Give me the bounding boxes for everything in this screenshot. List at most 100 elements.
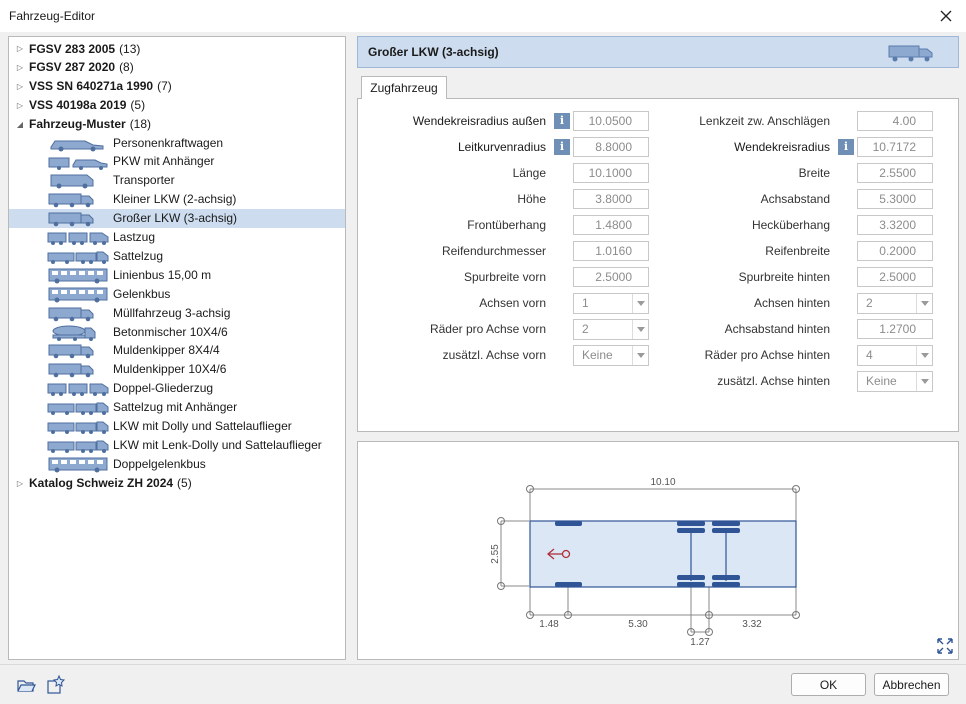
truck-icon [48, 344, 94, 359]
collapsed-arrow-icon[interactable]: ▷ [16, 44, 24, 53]
field-input[interactable]: 3.3200 [857, 215, 933, 235]
tree-item[interactable]: LKW mit Dolly und Sattelauflieger [9, 417, 345, 436]
field-input[interactable]: 2.5000 [857, 267, 933, 287]
save-favorite-icon[interactable] [46, 675, 66, 695]
tree-item-label: Kleiner LKW (2-achsig) [113, 192, 237, 207]
ok-button[interactable]: OK [791, 673, 866, 696]
collapsed-arrow-icon[interactable]: ▷ [16, 81, 24, 91]
chevron-down-icon[interactable] [916, 372, 932, 391]
tree-group[interactable]: ▷ FGSV 287 2020(8) [9, 58, 345, 77]
truck-combination-icon [47, 383, 109, 397]
tree-item[interactable]: Linienbus 15,00 m [9, 266, 345, 285]
cancel-button[interactable]: Abbrechen [874, 673, 949, 696]
vehicle-tree[interactable]: ▷FGSV 283 2005(13)▷FGSV 287 2020(8)▷VSS … [8, 36, 346, 660]
chevron-down-icon[interactable] [916, 294, 932, 313]
field-label: Breite [798, 166, 830, 180]
tree-group-count: (7) [157, 79, 172, 94]
open-folder-icon[interactable] [16, 675, 36, 695]
chevron-down-icon[interactable] [632, 294, 648, 313]
field-label: Achsabstand [760, 192, 830, 206]
tree-item-label: Muldenkipper 8X4/4 [113, 343, 220, 358]
field-label: Höhe [517, 192, 546, 206]
tree-item[interactable]: Großer LKW (3-achsig) [9, 209, 345, 229]
bus-icon [48, 268, 108, 284]
info-icon[interactable]: i [554, 139, 570, 155]
long-truck-icon [47, 421, 109, 434]
collapsed-arrow-icon[interactable]: ▷ [16, 62, 24, 72]
tree-item[interactable]: Sattelzug [9, 247, 345, 266]
tree-item-label: Gelenkbus [113, 286, 171, 301]
tree-item[interactable]: Transporter [9, 171, 345, 190]
info-icon[interactable]: i [838, 139, 854, 155]
long-truck-icon [47, 440, 109, 453]
tree-item[interactable]: LKW mit Lenk-Dolly und Sattelauflieger [9, 436, 345, 455]
field-input[interactable]: 1.4800 [573, 215, 649, 235]
field-input[interactable]: 10.7172 [857, 137, 933, 157]
field-input[interactable]: 5.3000 [857, 189, 933, 209]
fit-view-icon[interactable] [936, 637, 954, 655]
tree-item[interactable]: Personenkraftwagen [9, 134, 345, 153]
vehicle-dimension-drawing: 10.10 2.55 1.48 5.30 1.27 3.32 [490, 477, 800, 648]
tree-group-label: Fahrzeug-Muster [29, 117, 126, 132]
tree-item[interactable]: Muldenkipper 8X4/4 [9, 341, 345, 360]
field-select[interactable]: 2 [573, 319, 649, 340]
field-input[interactable]: 3.8000 [573, 189, 649, 209]
tab-zugfahrzeug[interactable]: Zugfahrzeug [361, 76, 447, 99]
field-label: Spurbreite vorn [463, 270, 546, 284]
field-input[interactable]: 8.8000 [573, 137, 649, 157]
tree-group[interactable]: ▷VSS SN 640271a 1990(7) [9, 77, 345, 96]
collapsed-arrow-icon[interactable]: ▷ [16, 100, 24, 110]
field-label: Achsen vorn [479, 296, 546, 310]
field-input[interactable]: 0.2000 [857, 241, 933, 261]
tree-item[interactable]: Kleiner LKW (2-achsig) [9, 190, 345, 209]
tree-group[interactable]: ◢Fahrzeug-Muster(18) [9, 115, 345, 134]
tree-group[interactable]: ▷FGSV 283 2005(13) [9, 39, 345, 58]
bus-icon [48, 287, 108, 303]
field-label: Achsabstand hinten [724, 322, 830, 336]
dim-width: 2.55 [490, 544, 501, 564]
expanded-arrow-icon[interactable]: ◢ [16, 119, 24, 129]
tree-item[interactable]: Gelenkbus [9, 285, 345, 304]
tree-group[interactable]: ▷ VSS 40198a 2019(5) [9, 96, 345, 115]
tree-group-count: (8) [119, 60, 134, 75]
field-input[interactable]: 10.0500 [573, 111, 649, 131]
field-select-value: 2 [866, 296, 873, 310]
field-select[interactable]: Keine [857, 371, 933, 392]
field-input[interactable]: 4.00 [857, 111, 933, 131]
field-input[interactable]: 2.5500 [857, 163, 933, 183]
field-select[interactable]: Keine [573, 345, 649, 366]
tree-item[interactable]: PKW mit Anhänger [9, 152, 345, 171]
tree-group-count: (5) [130, 98, 146, 113]
tree-item[interactable]: Lastzug [9, 228, 345, 247]
field-select[interactable]: 2 [857, 293, 933, 314]
tree-item[interactable]: Doppel-Gliederzug [9, 379, 345, 398]
tree-group[interactable]: ▷Katalog Schweiz ZH 2024(5) [9, 474, 345, 493]
field-input[interactable]: 1.0160 [573, 241, 649, 261]
chevron-down-icon[interactable] [632, 320, 648, 339]
field-label: zusätzl. Achse hinten [717, 374, 830, 388]
collapsed-arrow-icon[interactable]: ▷ [16, 478, 24, 488]
chevron-down-icon[interactable] [916, 346, 932, 365]
field-select[interactable]: 1 [573, 293, 649, 314]
tree-item[interactable]: Doppelgelenkbus [9, 455, 345, 474]
tree-item[interactable]: Sattelzug mit Anhänger [9, 398, 345, 417]
tree-item[interactable]: Betonmischer 10X4/6 [9, 323, 345, 342]
truck-icon [48, 212, 94, 227]
tree-group-count: (5) [177, 476, 192, 491]
field-input[interactable]: 10.1000 [573, 163, 649, 183]
chevron-down-icon[interactable] [632, 346, 648, 365]
tree-group-label: FGSV 287 2020 [29, 60, 116, 75]
field-select[interactable]: 4 [857, 345, 933, 366]
tree-item-label: Linienbus 15,00 m [113, 267, 212, 282]
close-button[interactable] [934, 4, 958, 28]
field-input[interactable]: 2.5000 [573, 267, 649, 287]
dim-wheelbase: 5.30 [628, 619, 648, 630]
field-label: Achsen hinten [753, 296, 830, 310]
field-input[interactable]: 1.2700 [857, 319, 933, 339]
field-select-value: 1 [582, 296, 589, 310]
info-icon[interactable]: i [554, 113, 570, 129]
tree-item[interactable]: Müllfahrzeug 3-achsig [9, 304, 345, 323]
tree-group-label: VSS 40198a 2019 [29, 98, 127, 113]
tree-item[interactable]: Muldenkipper 10X4/6 [9, 360, 345, 379]
